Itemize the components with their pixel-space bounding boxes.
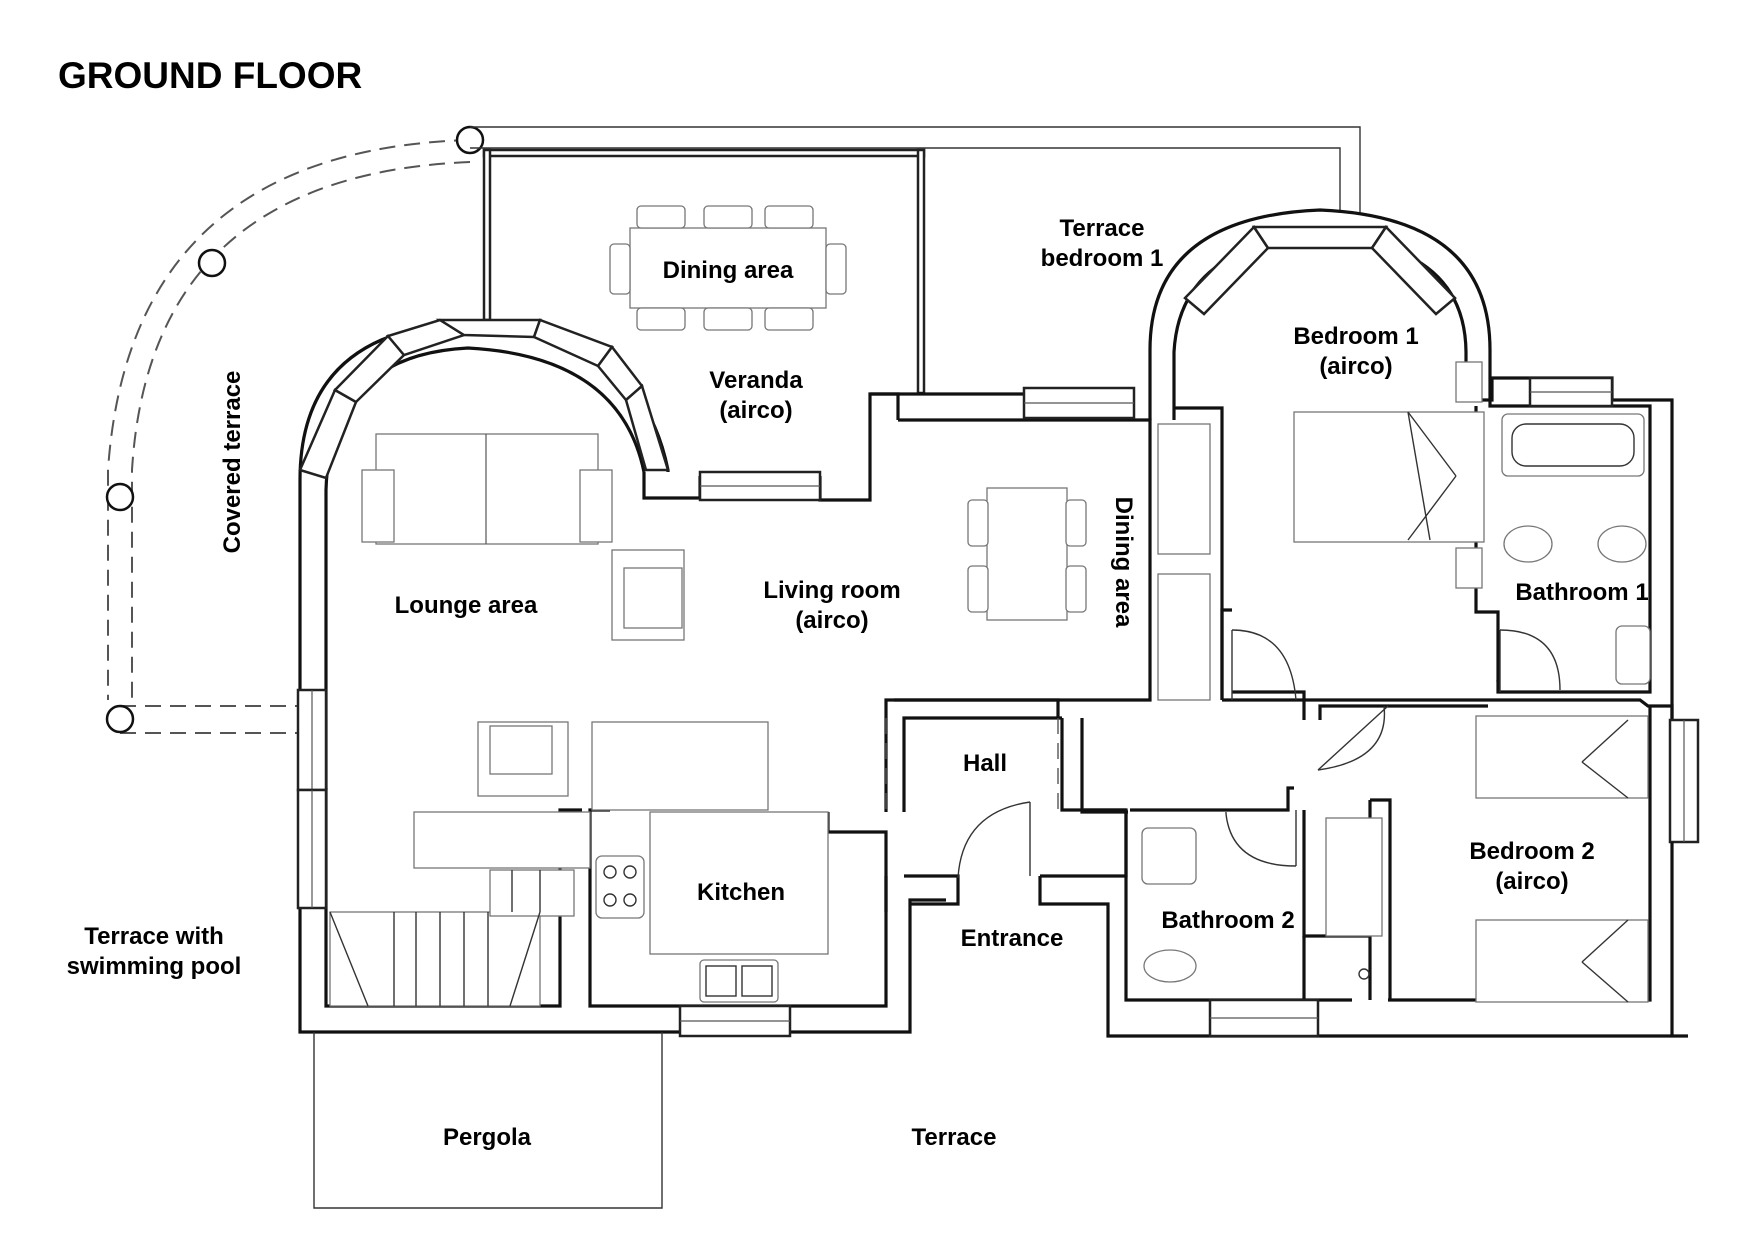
label-entrance: Entrance xyxy=(961,925,1064,952)
label-pergola: Pergola xyxy=(443,1124,532,1151)
toilet xyxy=(1143,949,1197,983)
terrace-bedroom-outline xyxy=(470,126,1361,213)
terrace-post xyxy=(197,248,227,278)
single-bed xyxy=(1475,715,1649,799)
kitchen-island xyxy=(591,721,769,811)
label-terrace-pool-b: swimming pool xyxy=(67,953,242,980)
label-kitchen: Kitchen xyxy=(697,879,785,906)
terrace-post xyxy=(105,482,135,512)
wardrobe xyxy=(1157,573,1211,701)
label-dining-area-living: Dining area xyxy=(1110,497,1137,628)
terrace-post xyxy=(105,704,135,734)
label-bedroom-1: Bedroom 1 xyxy=(1293,323,1418,350)
label-terrace-bedroom-1: Terrace xyxy=(1060,215,1145,242)
bidet xyxy=(1503,525,1553,563)
label-living-room: Living room xyxy=(763,577,900,604)
label-bedroom-1-airco: (airco) xyxy=(1319,353,1392,380)
right-wing-walls xyxy=(1124,208,1700,1038)
label-terrace-pool: Terrace with xyxy=(84,923,224,950)
label-hall: Hall xyxy=(963,750,1007,777)
label-terrace-bedroom-1b: bedroom 1 xyxy=(1041,245,1164,272)
page-title: GROUND FLOOR xyxy=(58,55,362,96)
label-lounge-area: Lounge area xyxy=(395,592,538,619)
wardrobe xyxy=(1325,817,1383,937)
label-dining-area-veranda: Dining area xyxy=(663,257,794,284)
terrace-post xyxy=(455,125,485,155)
covered-terrace-outline xyxy=(105,125,485,734)
label-veranda: Veranda xyxy=(709,367,803,394)
label-bathroom-2: Bathroom 2 xyxy=(1161,907,1294,934)
wardrobe xyxy=(1157,423,1211,555)
veranda-dining-table xyxy=(629,227,827,309)
label-bathroom-1: Bathroom 1 xyxy=(1515,579,1648,606)
cooktop xyxy=(595,855,645,919)
pergola-outline xyxy=(313,1032,663,1209)
washbasin xyxy=(1141,827,1197,885)
room-labels: Dining area Veranda (airco) Terrace bedr… xyxy=(67,215,1649,1151)
label-terrace: Terrace xyxy=(912,1124,997,1151)
label-covered-terrace: Covered terrace xyxy=(219,371,246,554)
sofa xyxy=(375,433,599,545)
kitchen-sink xyxy=(699,959,779,1003)
toilet xyxy=(1597,525,1647,563)
label-veranda-airco: (airco) xyxy=(719,397,792,424)
label-living-room-airco: (airco) xyxy=(795,607,868,634)
label-bedroom-2: Bedroom 2 xyxy=(1469,838,1594,865)
single-bed xyxy=(1475,919,1649,1003)
washbasin xyxy=(1615,625,1651,685)
furniture xyxy=(329,205,1651,1007)
label-bedroom-2-airco: (airco) xyxy=(1495,868,1568,895)
living-dining-table xyxy=(986,487,1068,621)
staircase xyxy=(329,911,541,1007)
bathtub xyxy=(1501,413,1645,477)
double-bed xyxy=(1293,411,1485,543)
